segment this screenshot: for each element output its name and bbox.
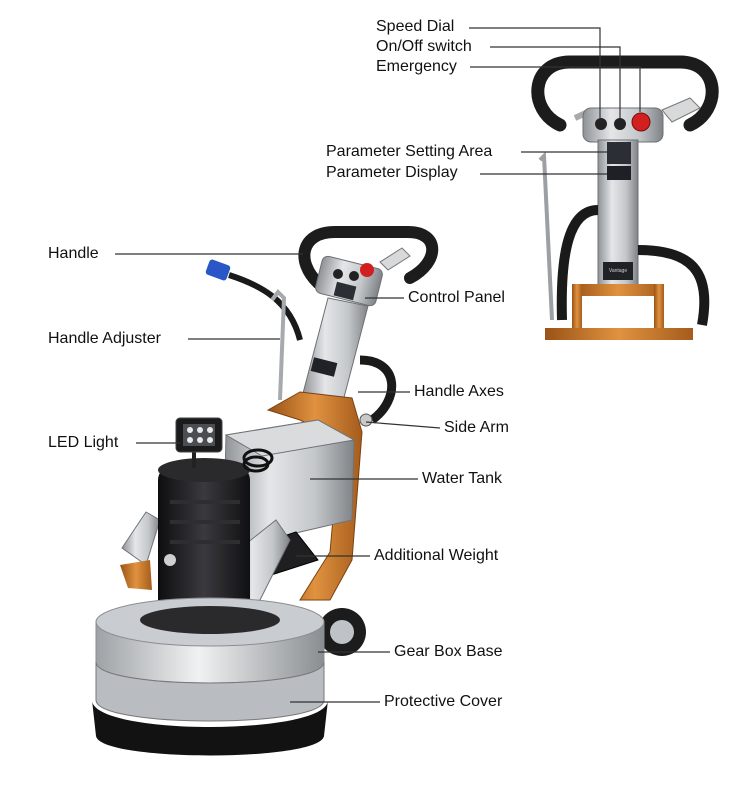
label-protective-cover: Protective Cover	[384, 693, 503, 710]
protective-cover-band	[95, 661, 325, 722]
inset-frame	[572, 284, 664, 296]
label-additional-weight: Additional Weight	[374, 547, 499, 564]
leader-side-arm	[365, 421, 441, 429]
main-machine	[92, 226, 439, 756]
inset-plate-text: Vantage	[609, 268, 627, 274]
label-gear-box-base: Gear Box Base	[394, 643, 503, 660]
label-parameter-display: Parameter Display	[326, 164, 458, 181]
label-handle: Handle	[48, 245, 99, 262]
inset-on-off-knob	[614, 118, 626, 130]
brush-skirt	[92, 700, 328, 756]
leader-speed-dial	[469, 27, 601, 118]
label-water-tank: Water Tank	[422, 470, 503, 487]
inset-parameter-keypad	[607, 142, 631, 164]
inset-handle-loop	[531, 55, 719, 132]
leader-emergency	[470, 66, 641, 112]
label-speed-dial: Speed Dial	[376, 18, 455, 35]
handle-adjuster-rod	[270, 288, 287, 401]
label-handle-axes: Handle Axes	[414, 383, 504, 400]
power-plug	[205, 259, 231, 281]
label-led-light: LED Light	[48, 434, 119, 451]
inset-handle-closeup: Vantage	[531, 55, 719, 340]
label-parameter-setting-area: Parameter Setting Area	[326, 143, 493, 160]
label-emergency: Emergency	[376, 58, 457, 75]
inset-speed-dial-knob	[595, 118, 607, 130]
leader-on-off	[490, 46, 621, 118]
label-on-off-switch: On/Off switch	[376, 38, 472, 55]
leader-lines	[115, 27, 641, 703]
inset-emergency-button	[631, 112, 651, 132]
inset-parameter-display	[607, 166, 631, 180]
control-column	[301, 297, 369, 406]
label-side-arm: Side Arm	[444, 419, 509, 436]
emergency-button	[360, 263, 374, 277]
label-control-panel: Control Panel	[408, 289, 505, 306]
inset-name-plate	[603, 262, 633, 280]
label-handle-adjuster: Handle Adjuster	[48, 330, 161, 347]
handle-loop	[298, 226, 439, 289]
